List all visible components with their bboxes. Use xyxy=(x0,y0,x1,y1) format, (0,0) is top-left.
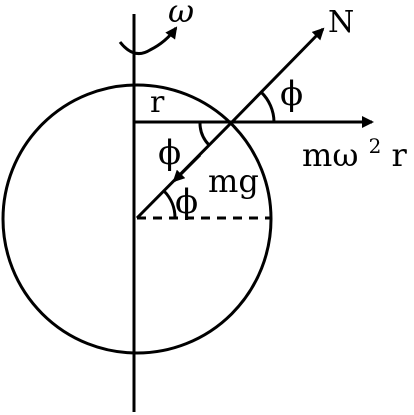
angle-label-bottom: ϕ xyxy=(175,182,198,222)
centrifugal-label-prefix: mω xyxy=(302,136,358,174)
normal-force-arrow xyxy=(230,27,325,124)
angle-label-left: ϕ xyxy=(158,133,181,173)
angle-arc-top xyxy=(259,90,276,123)
mg-label: mg xyxy=(208,162,259,200)
mg-force-arrow xyxy=(172,153,202,183)
angle-arc-bottom xyxy=(162,189,177,219)
angle-arc-left xyxy=(198,121,211,147)
omega-label: ω xyxy=(168,0,194,30)
angle-label-top: ϕ xyxy=(280,74,303,114)
radius-label: r xyxy=(150,85,165,120)
rotation-arrow xyxy=(118,26,178,56)
normal-force-label: N xyxy=(328,5,354,40)
centrifugal-label-suffix: r xyxy=(392,136,408,174)
centrifugal-label-exponent: 2 xyxy=(369,134,382,158)
centrifugal-force-label: mω 2 r xyxy=(302,123,408,174)
